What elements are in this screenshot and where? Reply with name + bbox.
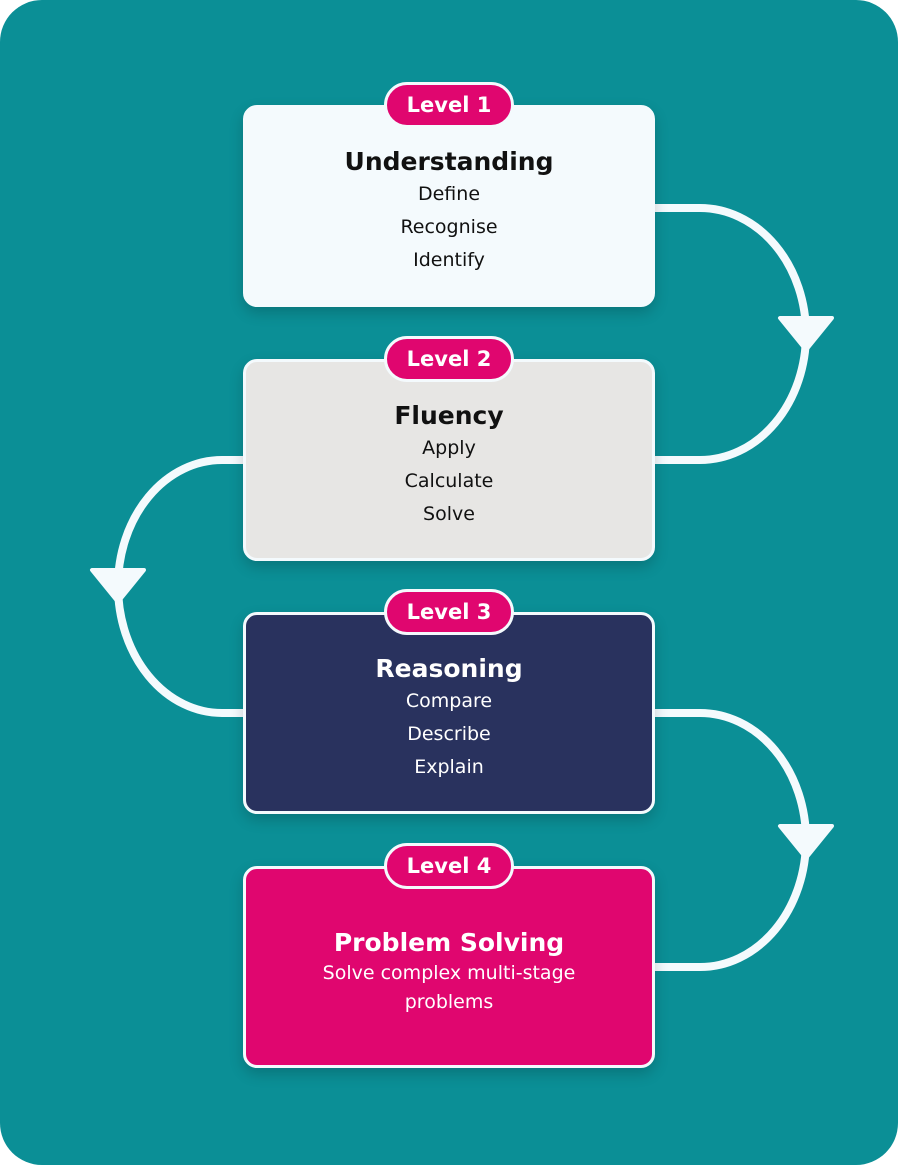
level-title: Understanding <box>344 147 554 176</box>
level-badge: Level 2 <box>384 336 514 382</box>
level-item: Identify <box>413 249 485 271</box>
level-badge: Level 4 <box>384 843 514 889</box>
connector-1-to-2 <box>650 204 811 464</box>
level-2-card: Level 2 Fluency Apply Calculate Solve <box>243 336 655 561</box>
level-item: Apply <box>422 437 476 459</box>
level-item: Define <box>417 183 481 205</box>
level-badge: Level 3 <box>384 589 514 635</box>
level-item: Recognise <box>400 216 498 238</box>
level-1-card: Level 1 Understanding Define Recognise I… <box>243 82 655 307</box>
level-item: Describe <box>407 723 491 745</box>
level-title: Fluency <box>394 401 504 430</box>
level-badge: Level 1 <box>384 82 514 128</box>
level-item: Solve <box>423 503 475 525</box>
level-item: Explain <box>414 756 484 778</box>
connector-3-to-4 <box>650 709 811 971</box>
level-item: Calculate <box>404 470 494 492</box>
level-title: Problem Solving <box>333 928 565 957</box>
arrow-down-icon <box>778 316 834 352</box>
level-title: Reasoning <box>375 654 523 683</box>
arrow-down-icon <box>778 824 834 860</box>
arrow-down-icon <box>90 568 146 604</box>
connector-2-to-3 <box>113 456 248 717</box>
level-item: Compare <box>405 690 493 712</box>
level-4-card: Level 4 Problem Solving Solve complex mu… <box>243 843 655 1068</box>
level-3-card: Level 3 Reasoning Compare Describe Expla… <box>243 589 655 814</box>
level-item: Solve complex multi-stage <box>322 962 576 984</box>
level-item: problems <box>404 991 494 1013</box>
